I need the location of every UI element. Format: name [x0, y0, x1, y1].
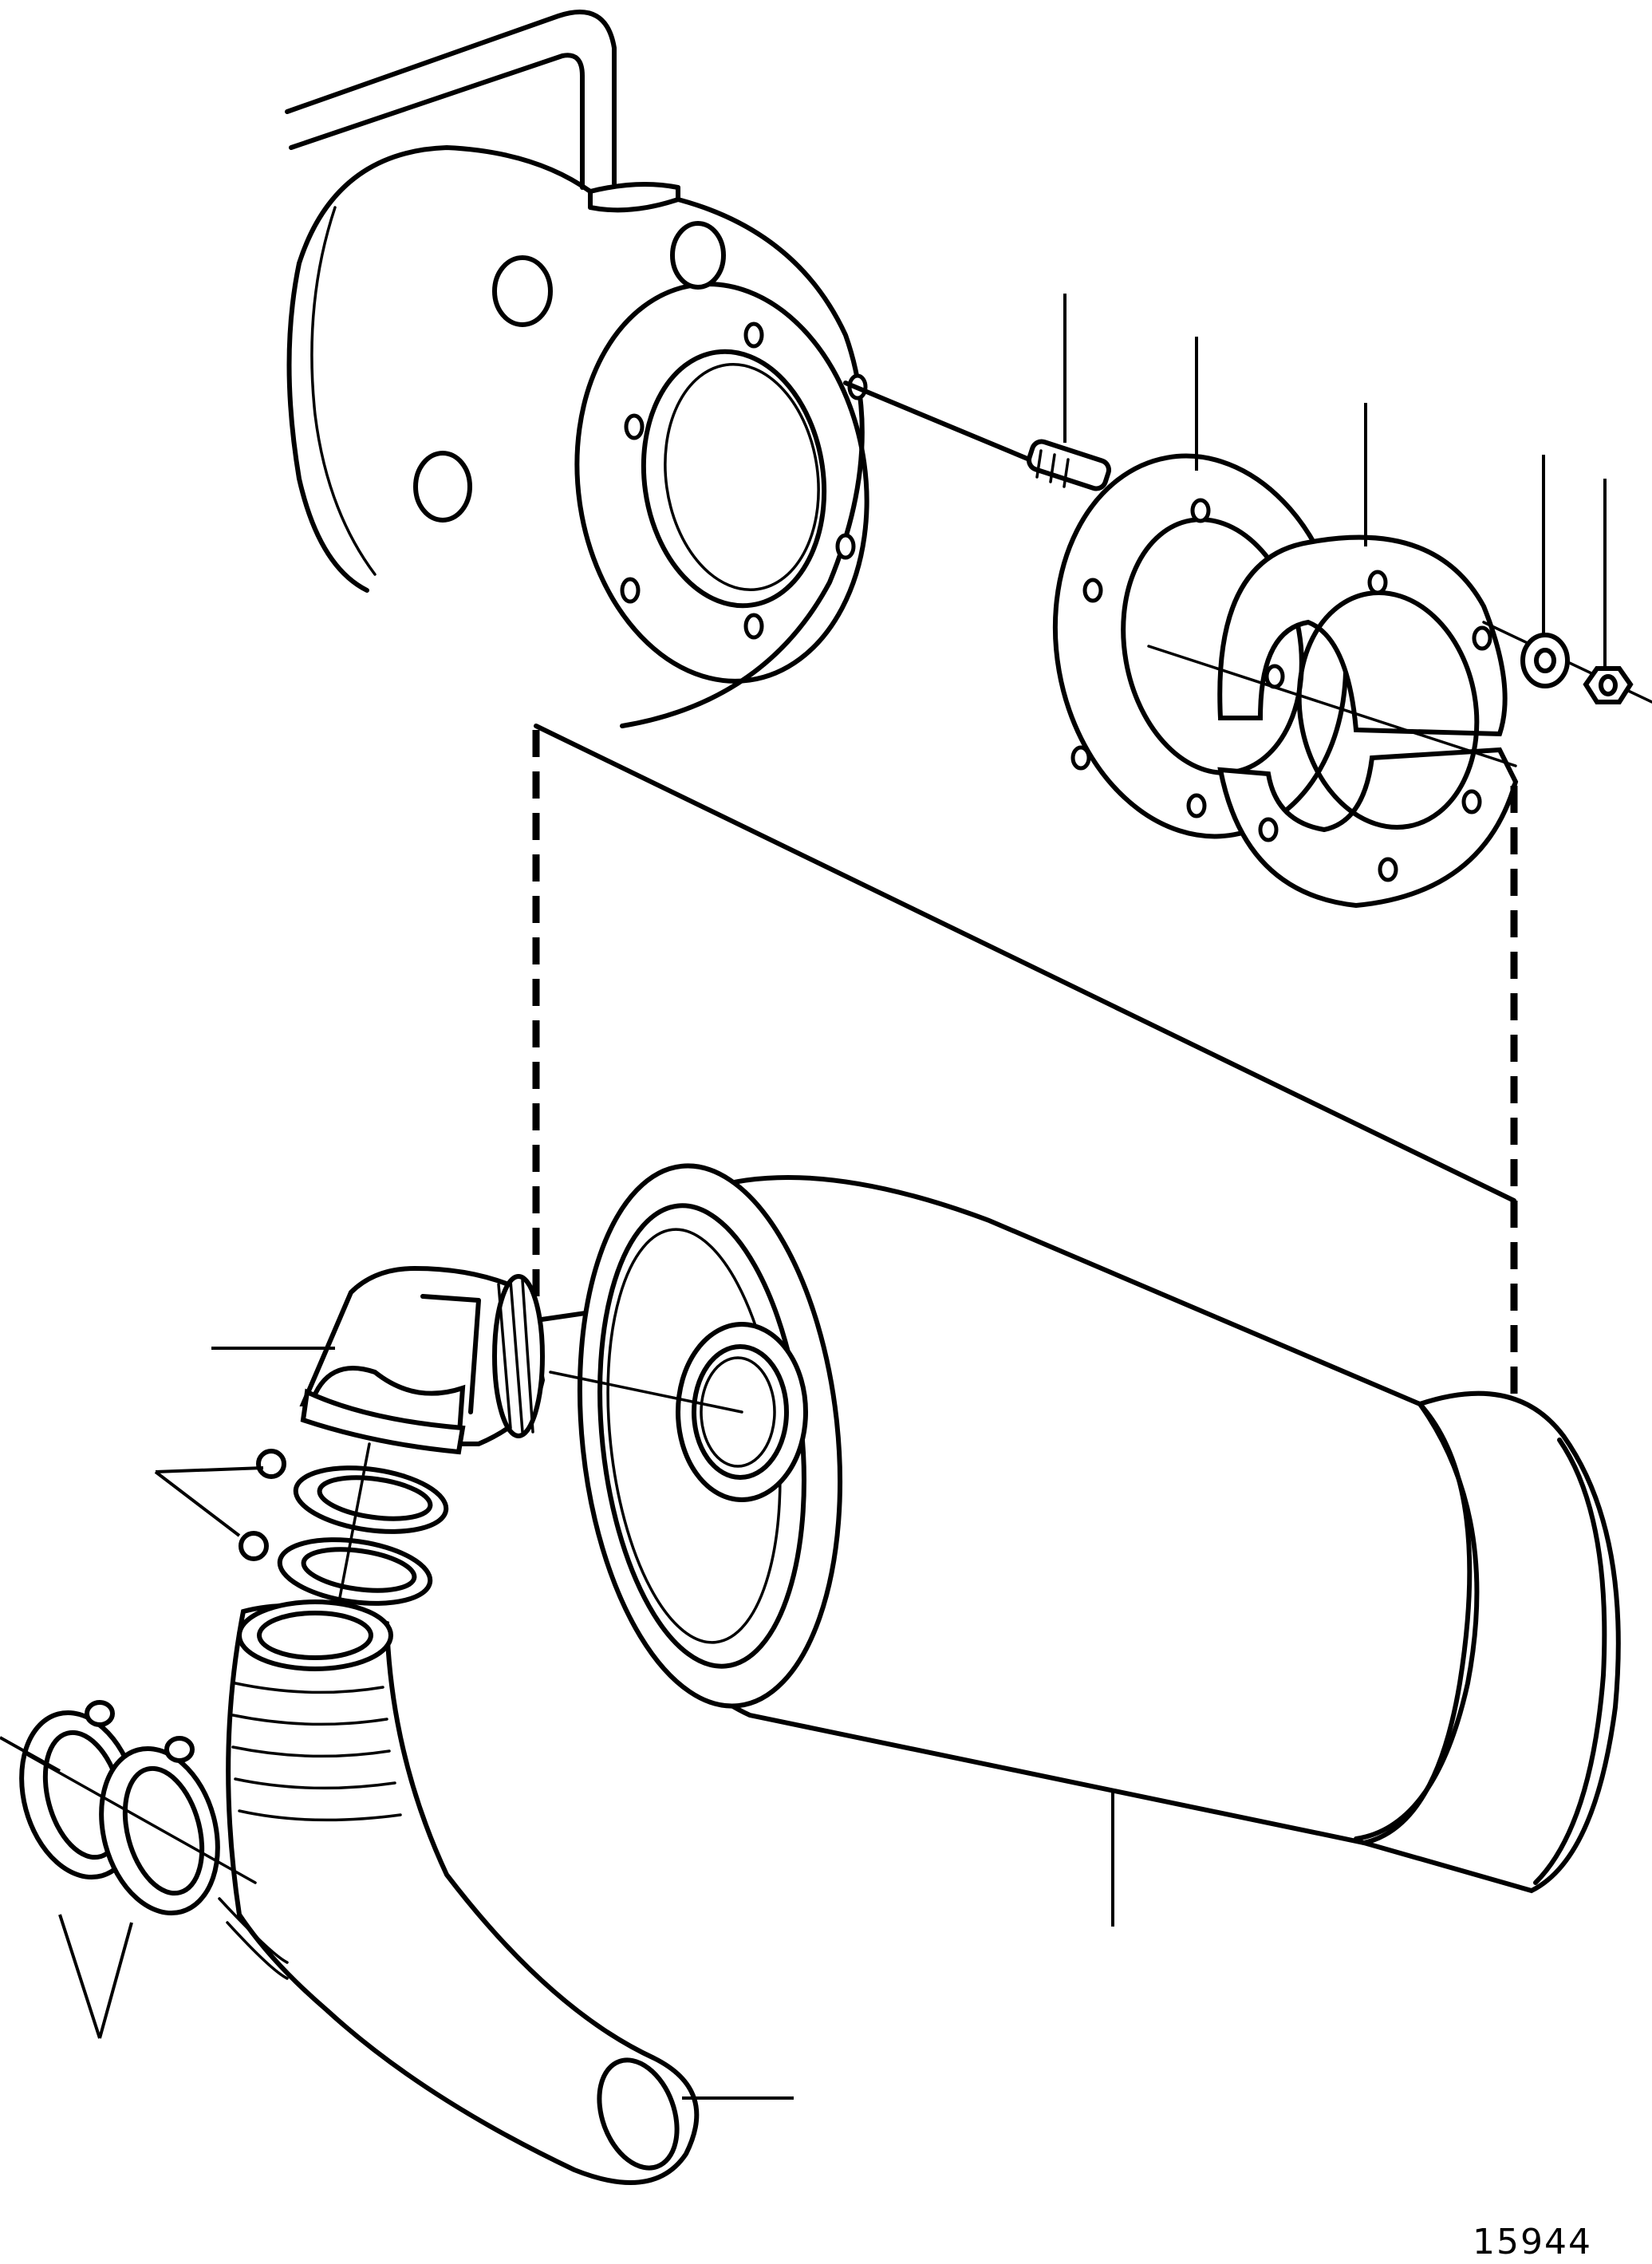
nut — [1583, 666, 1634, 704]
exhaust-hose — [218, 1599, 700, 2185]
leader-lines — [0, 294, 1607, 2100]
split-flange — [1217, 534, 1519, 909]
hose-clamps-upper — [239, 1442, 449, 1645]
stud — [843, 381, 1111, 491]
assembly-axis-line — [1147, 645, 1517, 767]
leader-hose-clamps-upper — [154, 1466, 264, 1537]
elbow — [299, 1265, 743, 1455]
leader-hose-clamps-lower — [0, 1736, 133, 2039]
turbo-housing — [285, 10, 869, 728]
hose-clamps-lower — [19, 1700, 257, 1916]
alignment-dashed-frame — [532, 724, 1518, 1436]
figure-number: 15944 — [1473, 2222, 1592, 2262]
gasket — [1052, 453, 1349, 839]
silencer — [577, 1163, 1621, 1894]
